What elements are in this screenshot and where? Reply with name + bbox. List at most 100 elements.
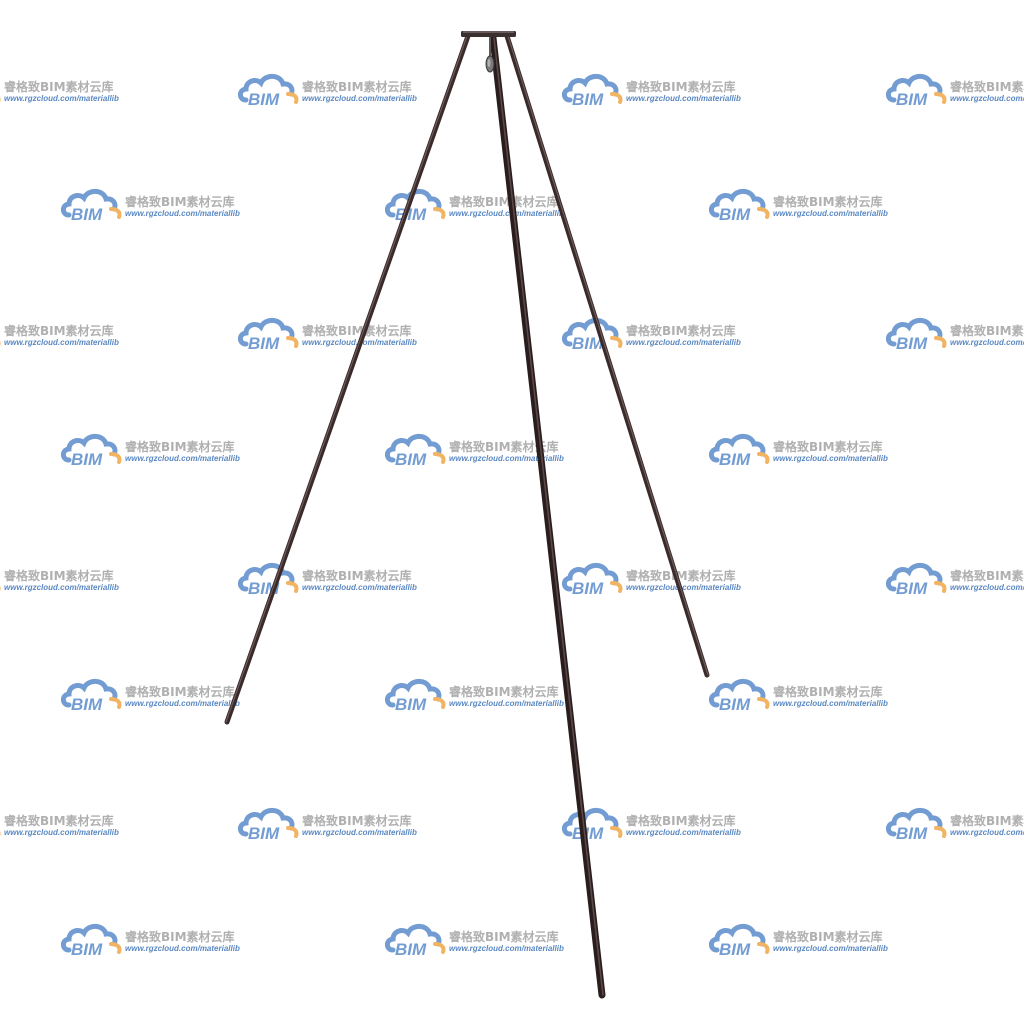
watermark-url: www.rgzcloud.com/materiallib — [125, 209, 240, 218]
tripod-leg-right — [504, 33, 710, 678]
watermark-url: www.rgzcloud.com/materiallib — [773, 454, 888, 463]
watermark-title: 睿格致BIM素材云库 — [773, 685, 883, 699]
watermark-logo-text: BIM — [71, 205, 103, 223]
watermark-title: 睿格致BIM素材云库 — [449, 685, 559, 699]
watermark-title: 睿格致BIM素材云库 — [773, 195, 883, 209]
cloud-logo-icon: BIM — [238, 73, 299, 108]
watermark-title: 睿格致BIM素材云库 — [626, 569, 736, 583]
watermark-title: 睿格致BIM素材云库 — [950, 814, 1024, 828]
watermark-url: www.rgzcloud.com/materiallib — [302, 583, 417, 592]
watermark-url: www.rgzcloud.com/materiallib — [449, 944, 564, 953]
watermark-logo-text: BIM — [71, 695, 103, 713]
watermark-title: 睿格致BIM素材云库 — [302, 324, 412, 338]
cloud-logo-icon: BIM — [709, 923, 770, 958]
watermark-logo-text: BIM — [248, 824, 280, 842]
tripod-leg-left — [224, 33, 471, 725]
watermark-title: 睿格致BIM素材云库 — [950, 569, 1024, 583]
watermark-url: www.rgzcloud.com/materiallib — [626, 94, 741, 103]
cloud-logo-icon: BIM — [61, 923, 122, 958]
watermark-title: 睿格致BIM素材云库 — [626, 324, 736, 338]
watermark-title: 睿格致BIM素材云库 — [773, 440, 883, 454]
watermark-title: 睿格致BIM素材云库 — [449, 930, 559, 944]
watermark-url: www.rgzcloud.com/materiallib — [125, 699, 240, 708]
watermark-logo-text: BIM — [719, 450, 751, 468]
cloud-logo-icon: BIM — [886, 562, 947, 597]
watermark-title: 睿格致BIM素材云库 — [4, 814, 114, 828]
watermark-url: www.rgzcloud.com/materiallib — [950, 94, 1024, 103]
cloud-logo-icon: BIM — [886, 317, 947, 352]
cloud-logo-icon: BIM — [61, 433, 122, 468]
watermark: BIM睿格致BIM素材云库www.rgzcloud.com/materialli… — [0, 316, 140, 356]
watermark-logo-text: BIM — [71, 940, 103, 958]
watermark-title: 睿格致BIM素材云库 — [125, 930, 235, 944]
watermark-url: www.rgzcloud.com/materiallib — [125, 944, 240, 953]
cloud-logo-icon: BIM — [709, 678, 770, 713]
watermark-logo-text: BIM — [71, 450, 103, 468]
cloud-logo-icon: BIM — [385, 678, 446, 713]
watermark-logo-text: BIM — [572, 90, 604, 108]
cloud-logo-icon: BIM — [385, 923, 446, 958]
watermark-logo-text: BIM — [896, 90, 928, 108]
watermark-title: 睿格致BIM素材云库 — [950, 80, 1024, 94]
watermark-logo-text: BIM — [896, 334, 928, 352]
watermark-logo-text: BIM — [719, 940, 751, 958]
watermark-url: www.rgzcloud.com/materiallib — [626, 583, 741, 592]
watermark-title: 睿格致BIM素材云库 — [4, 80, 114, 94]
cloud-logo-icon: BIM — [385, 188, 446, 223]
watermark-url: www.rgzcloud.com/materiallib — [950, 828, 1024, 837]
watermark-url: www.rgzcloud.com/materiallib — [4, 828, 119, 837]
watermark-title: 睿格致BIM素材云库 — [626, 80, 736, 94]
watermark: BIM 睿格致BIM素材云库www.rgzcloud.com/materialli… — [886, 72, 1024, 112]
watermark-logo-text: BIM — [719, 695, 751, 713]
watermark-url: www.rgzcloud.com/materiallib — [4, 338, 119, 347]
watermark-url: www.rgzcloud.com/materiallib — [449, 209, 564, 218]
cloud-logo-icon: BIM — [238, 317, 299, 352]
cloud-logo-icon: BIM — [886, 73, 947, 108]
cloud-logo-icon: BIM — [61, 188, 122, 223]
watermark-title: 睿格致BIM素材云库 — [125, 440, 235, 454]
watermark-logo-text: BIM — [896, 579, 928, 597]
watermark: BIM睿格致BIM素材云库www.rgzcloud.com/materialli… — [886, 316, 1024, 356]
cloud-logo-icon: BIM — [709, 433, 770, 468]
watermark-logo-text: BIM — [572, 334, 604, 352]
watermark-url: www.rgzcloud.com/materiallib — [626, 338, 741, 347]
watermark-title: 睿格致BIM素材云库 — [302, 814, 412, 828]
watermark-logo-text: BIM — [248, 334, 280, 352]
watermark-title: 睿格致BIM素材云库 — [449, 195, 559, 209]
watermark-title: 睿格致BIM素材云库 — [125, 685, 235, 699]
cloud-logo-icon: BIM — [562, 73, 623, 108]
watermark-url: www.rgzcloud.com/materiallib — [4, 94, 119, 103]
watermark: BIM睿格致BIM素材云库www.rgzcloud.com/materialli… — [0, 72, 140, 112]
cloud-logo-icon: BIM — [238, 807, 299, 842]
cloud-logo-icon: BIM — [886, 807, 947, 842]
cloud-logo-icon: BIM — [385, 433, 446, 468]
watermark-url: www.rgzcloud.com/materiallib — [773, 699, 888, 708]
watermark-title: 睿格致BIM素材云库 — [773, 930, 883, 944]
watermark-url: www.rgzcloud.com/materiallib — [302, 94, 417, 103]
watermark-url: www.rgzcloud.com/materiallib — [449, 699, 564, 708]
watermark-logo-text: BIM — [572, 579, 604, 597]
watermark-logo-text: BIM — [395, 450, 427, 468]
cloud-logo-icon: BIM — [562, 317, 623, 352]
watermark-title: 睿格致BIM素材云库 — [302, 569, 412, 583]
watermark-title: 睿格致BIM素材云库 — [626, 814, 736, 828]
watermark: BIM睿格致BIM素材云库www.rgzcloud.com/materialli… — [886, 561, 1024, 601]
watermark: BIM睿格致BIM素材云库www.rgzcloud.com/materialli… — [0, 561, 140, 601]
watermark-logo-text: BIM — [395, 695, 427, 713]
